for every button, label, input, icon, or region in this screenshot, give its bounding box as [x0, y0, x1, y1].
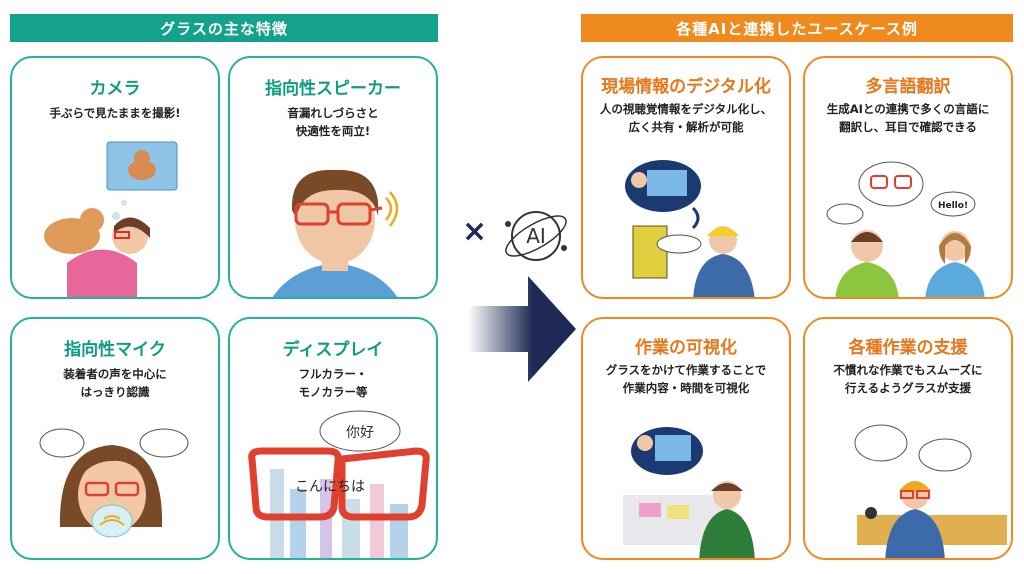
translation-bubble-text: Hello!: [938, 201, 968, 211]
card-digitization: 現場情報のデジタル化 人の視聴覚情報をデジタル化し、 広く共有・解析が可能: [581, 56, 791, 299]
card-translation: 多言語翻訳 生成AIとの連携で多くの言語に 翻訳し、耳目で確認できる Hello…: [803, 56, 1013, 299]
translation-illustration: Hello!: [826, 161, 985, 297]
card-speaker: 指向性スピーカー 音漏れしづらさと 快適性を両立!: [228, 56, 438, 299]
speaker-illustration: [272, 169, 399, 297]
digitization-illustration: [625, 160, 755, 297]
ai-label: AI: [526, 224, 546, 248]
use-cases-banner: 各種AIと連携したユースケース例: [581, 14, 1013, 42]
card-display: ディスプレイ フルカラー・ モノカラー等 你好 こんにちは: [228, 317, 438, 560]
microphone-illustration: [39, 428, 189, 538]
card-microphone-desc: 装着者の声を中心に はっきり認識: [63, 367, 167, 399]
card-display-desc: フルカラー・ モノカラー等: [298, 367, 368, 399]
card-translation-title: 多言語翻訳: [865, 77, 951, 97]
card-speaker-desc: 音漏れしづらさと 快適性を両立!: [287, 106, 379, 138]
card-camera: カメラ 手ぶらで見たままを撮影!: [10, 56, 220, 299]
display-illustration: 你好 こんにちは: [248, 410, 430, 558]
card-visualization-title: 作業の可視化: [635, 338, 737, 358]
ai-icon: AI: [505, 211, 567, 261]
card-digitization-title: 現場情報のデジタル化: [601, 77, 771, 97]
display-lens-text: こんにちは: [295, 479, 365, 495]
card-work-support-desc: 不慣れな作業でもスムーズに 行えるようグラスが支援: [833, 363, 983, 395]
features-banner: グラスの主な特徴: [10, 14, 438, 42]
visualization-illustration: [623, 427, 755, 558]
card-camera-desc: 手ぶらで見たままを撮影!: [49, 106, 181, 120]
arrow-right-icon: [468, 276, 576, 382]
card-work-support-title: 各種作業の支援: [848, 338, 968, 358]
work-support-illustration: [854, 424, 1007, 558]
card-visualization: 作業の可視化 グラスをかけて作業することで 作業内容・時間を可視化: [581, 317, 791, 560]
display-bubble-text: 你好: [346, 425, 374, 441]
card-camera-title: カメラ: [89, 79, 141, 99]
card-digitization-desc: 人の視聴覚情報をデジタル化し、 広く共有・解析が可能: [599, 102, 773, 134]
card-display-title: ディスプレイ: [282, 340, 384, 360]
card-microphone-title: 指向性マイク: [64, 340, 166, 360]
card-speaker-title: 指向性スピーカー: [265, 79, 401, 99]
camera-illustration: [44, 141, 178, 297]
card-translation-desc: 生成AIとの連携で多くの言語に 翻訳し、耳目で確認できる: [826, 102, 990, 134]
times-symbol: ×: [462, 214, 488, 249]
card-work-support: 各種作業の支援 不慣れな作業でもスムーズに 行えるようグラスが支援: [803, 317, 1013, 560]
card-visualization-desc: グラスをかけて作業することで 作業内容・時間を可視化: [605, 363, 767, 395]
card-microphone: 指向性マイク 装着者の声を中心に はっきり認識: [10, 317, 220, 560]
